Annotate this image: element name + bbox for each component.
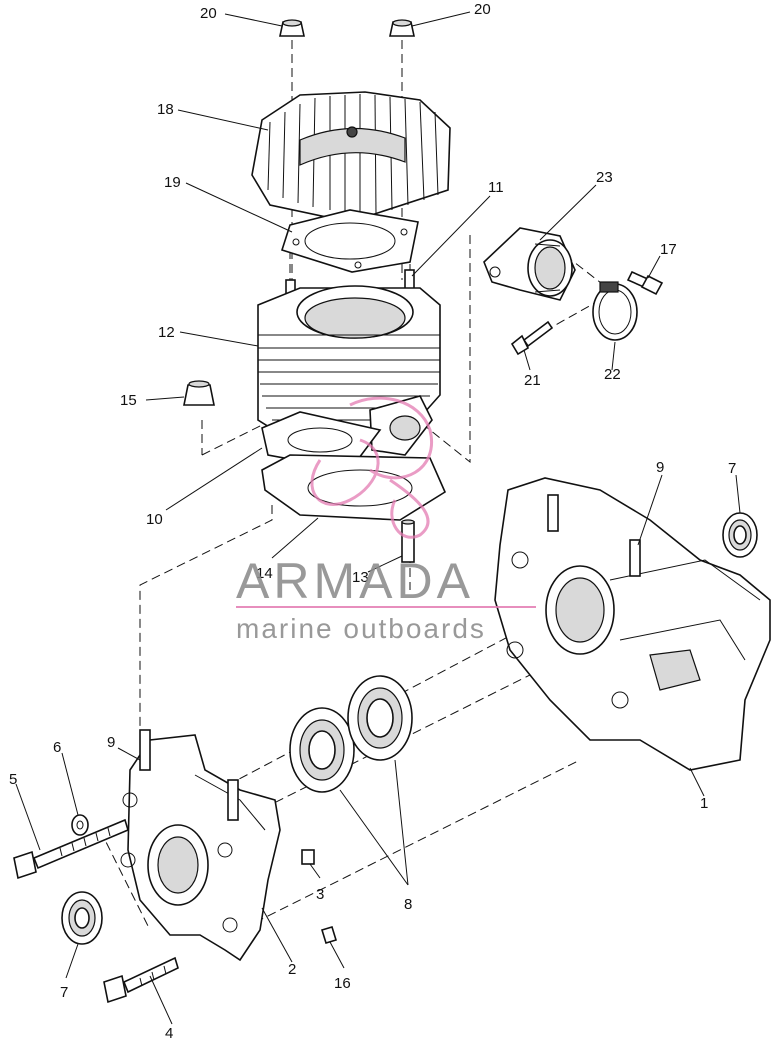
callout-20b: 20 <box>474 1 491 18</box>
main-bearing-right <box>347 675 413 761</box>
leader-lines <box>15 11 741 1025</box>
cylinder <box>257 285 441 456</box>
cylinder-base-gasket-lower <box>261 454 447 521</box>
callout-8: 8 <box>404 896 412 913</box>
crankcase-dowel <box>301 849 315 865</box>
callout-16: 16 <box>334 975 351 992</box>
callout-22: 22 <box>604 366 621 383</box>
callout-20a: 20 <box>200 5 217 22</box>
clamp-screw <box>626 270 664 296</box>
callout-11: 11 <box>488 179 504 196</box>
crankcase-right-half <box>494 477 771 771</box>
callout-18: 18 <box>157 101 174 118</box>
callout-12: 12 <box>158 324 175 341</box>
callout-labels: 20 20 18 19 11 23 17 12 21 22 15 10 9 7 … <box>9 1 736 1042</box>
cylinder-head-nut-right <box>389 19 415 37</box>
washer <box>71 814 89 836</box>
callout-19: 19 <box>164 174 181 191</box>
callout-15: 15 <box>120 392 137 409</box>
main-bearing-left <box>289 707 355 793</box>
cylinder-head-nut-left <box>279 19 305 37</box>
callout-9a: 9 <box>656 459 664 476</box>
callout-10: 10 <box>146 511 163 528</box>
callout-4: 4 <box>165 1025 173 1042</box>
crankcase-left-half <box>120 729 281 962</box>
callout-21: 21 <box>524 372 541 389</box>
callout-5: 5 <box>9 771 17 788</box>
oil-seal-left <box>61 891 103 945</box>
callout-1: 1 <box>700 795 708 812</box>
callout-17: 17 <box>660 241 677 258</box>
callout-7a: 7 <box>728 460 736 477</box>
intake-manifold <box>483 227 576 301</box>
crankcase-screw <box>320 926 338 944</box>
callout-14: 14 <box>256 565 273 582</box>
callout-7b: 7 <box>60 984 68 1001</box>
callout-9b: 9 <box>107 734 115 751</box>
hose-clamp <box>592 281 638 341</box>
watermark-subtitle: marine outboards <box>236 613 486 644</box>
watermark-title: ARMADA <box>236 553 474 609</box>
watermark: ARMADA marine outboards <box>236 396 536 644</box>
cylinder-head <box>251 91 451 223</box>
callout-6: 6 <box>53 739 61 756</box>
manifold-bolt <box>510 320 554 356</box>
dowel-pin <box>401 519 415 563</box>
watermark-logo-icon <box>310 396 433 539</box>
callout-23: 23 <box>596 169 613 186</box>
bottom-bolt <box>103 956 179 1004</box>
long-bolt <box>13 818 129 880</box>
head-gasket <box>280 209 419 273</box>
callout-13: 13 <box>352 569 369 586</box>
oil-seal-right <box>722 512 758 558</box>
cylinder-nut <box>183 380 215 406</box>
callout-2: 2 <box>288 961 296 978</box>
callout-3: 3 <box>316 886 324 903</box>
